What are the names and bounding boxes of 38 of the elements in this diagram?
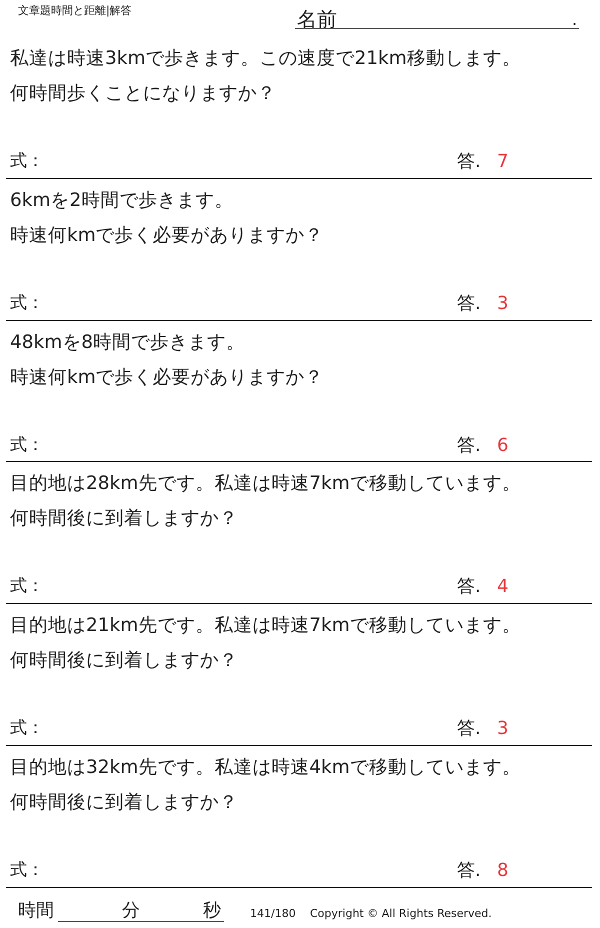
answer-value: 6	[497, 434, 508, 456]
seconds-label: 秒	[203, 900, 221, 922]
question-text: 何時間後に到着しますか？	[10, 508, 238, 531]
question-text: 時速何kmで歩く必要がありますか？	[10, 366, 324, 389]
formula-label: 式：	[10, 151, 44, 172]
answer-value: 4	[497, 576, 508, 598]
name-label: 名前	[297, 7, 337, 31]
formula-label: 式：	[10, 718, 44, 739]
formula-label: 式：	[10, 434, 44, 455]
question-text: 時速何kmで歩く必要がありますか？	[10, 224, 324, 247]
question-text: 何時間後に到着しますか？	[10, 792, 238, 814]
answer-label: 答.	[457, 860, 481, 882]
copyright-notice: Copyright © All Rights Reserved.	[310, 907, 492, 920]
question-text: 6kmを2時間で歩きます。	[10, 190, 234, 212]
answer-value: 7	[497, 151, 508, 173]
formula-label: 式：	[10, 292, 44, 314]
question-text: 私達は時速3kmで歩きます。この速度で21km移動します。	[10, 48, 521, 70]
answer-label: 答.	[457, 434, 481, 456]
answer-label: 答.	[457, 718, 481, 740]
question-text: 何時間後に到着しますか？	[10, 650, 238, 672]
answer-label: 答.	[457, 576, 481, 598]
question-text: 何時間歩くことになりますか？	[10, 83, 276, 106]
answer-label: 答.	[457, 292, 481, 314]
worksheet-title: 文章題時間と距離|解答	[18, 4, 132, 18]
answer-value: 3	[497, 292, 508, 314]
time-label: 時間	[18, 900, 54, 922]
name-end-mark: .	[572, 10, 578, 30]
question-text: 目的地は28km先です。私達は時速7kmで移動しています。	[10, 473, 521, 496]
formula-label: 式：	[10, 576, 44, 597]
question-text: 目的地は21km先です。私達は時速7kmで移動しています。	[10, 615, 521, 638]
minutes-label: 分	[122, 900, 140, 922]
formula-label: 式：	[10, 860, 44, 880]
question-text: 48kmを8時間で歩きます。	[10, 332, 246, 354]
question-text: 目的地は32km先です。私達は時速4kmで移動しています。	[10, 757, 521, 780]
answer-label: 答.	[457, 151, 481, 173]
page-number: 141/180	[250, 907, 296, 920]
answer-value: 8	[497, 860, 508, 882]
answer-value: 3	[497, 718, 508, 740]
